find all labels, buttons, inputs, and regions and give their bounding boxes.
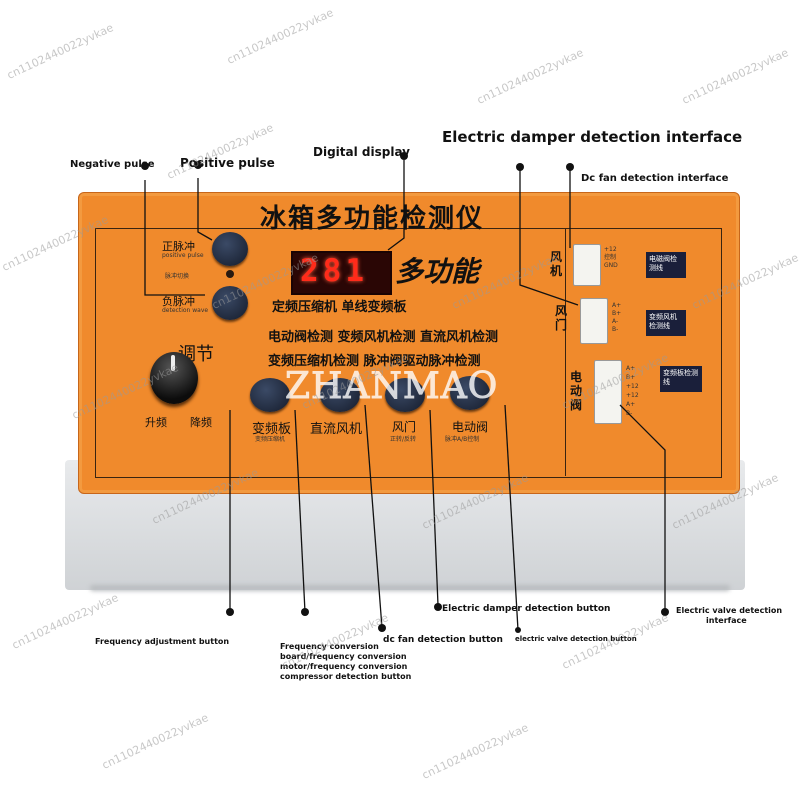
damper-connector-pins: A+ B+ A- B- [612,302,622,333]
positive-pulse-sublabel: positive pulse [162,252,204,259]
valve-interface-leader [619,404,666,612]
callout-freq-conversion-3: motor/frequency conversion [280,662,408,671]
panel-function-line3: 变频压缩机检测 脉冲阀驱动脉冲检测 [268,354,481,369]
callout-dc-fan-interface: Dc fan detection interface [581,173,729,184]
digital-display [291,251,392,295]
valve-button[interactable] [450,376,490,410]
dc-fan-label: 直流风机 [310,422,363,437]
knob-pointer [171,355,175,371]
digital-display-value: 281 [300,253,368,289]
callout-freq-conversion-1: Frequency conversion [280,642,379,651]
damper-button-leader [429,409,439,606]
device-case-shadow [90,585,730,591]
damper-label: 风门 [392,420,417,434]
tag-inverter-board: 变频板检测线 [660,366,702,392]
panel-title: 冰箱多功能检测仪 [260,204,485,234]
valve-connector[interactable] [594,360,622,424]
freq-up-label: 升频 [145,416,167,429]
tag-inverter-fan: 变频风机检测线 [646,310,686,336]
callout-freq-conversion-2: board/frequency conversion [280,652,407,661]
freq-conversion-leader [294,409,306,613]
inverter-board-sublabel: 变频压缩机 [255,436,286,443]
multi-function-label: 多功能 [395,255,480,288]
panel-function-line2: 电动阀检测 变频风机检测 直流风机检测 [268,330,499,345]
right-section-divider [565,228,566,476]
freq-down-label: 降频 [190,416,212,429]
callout-valve-button: electric valve detection button [515,635,637,643]
front-panel [78,192,740,494]
brand-watermark: ZHANMAO [284,366,499,408]
fan-connector[interactable] [573,244,601,286]
callout-negative-pulse: Negative pulse [70,159,155,170]
callout-freq-conversion-4: compressor detection button [280,672,412,681]
positive-pulse-button[interactable] [212,232,248,266]
dc-fan-button[interactable] [320,378,360,412]
inverter-board-button[interactable] [250,378,290,412]
port-damper-label: 风门 [555,304,568,332]
callout-damper-interface: Electric damper detection interface [442,128,743,146]
port-fan-label: 风机 [550,250,563,278]
callout-dc-fan-button: dc fan detection button [383,635,503,645]
negative-pulse-sublabel: detection wave [162,307,209,314]
callout-valve-interface-1: Electric valve detection [676,606,783,615]
port-valve-label: 电动阀 [570,370,583,412]
negative-pulse-label: 负脉冲 [162,295,195,308]
dc-fan-leader [364,404,383,629]
valve-sublabel: 脉冲A/B控制 [445,436,480,443]
callout-damper-button: Electric damper detection button [442,604,611,614]
valve-button-leader [504,404,519,631]
damper-interface-leader [519,170,579,306]
callout-positive-pulse: Positive pulse [180,156,275,170]
valve-label: 电动阀 [452,420,489,434]
positive-pulse-leader [197,178,213,241]
panel-function-line1: 定频压缩机 单线变频板 [272,300,407,315]
callout-valve-interface-2: interface [706,616,747,625]
tag-solenoid: 电磁阀检测线 [646,252,686,278]
inverter-board-label: 变频板 [252,422,292,437]
positive-pulse-label: 正脉冲 [162,240,195,253]
panel-inner-border [95,228,722,478]
negative-pulse-leader [144,180,205,296]
damper-connector[interactable] [580,298,608,344]
pulse-led [226,270,234,278]
display-leader [387,160,405,251]
damper-button[interactable] [385,378,425,412]
negative-pulse-button[interactable] [212,286,248,320]
pulse-switch-label: 脉冲切换 [165,273,190,280]
callout-freq-adjust: Frequency adjustment button [95,637,230,646]
fan-connector-pins: +12 控制 GND [604,246,618,269]
damper-sublabel: 正转/反转 [390,436,417,443]
callout-digital-display: Digital display [313,145,411,159]
